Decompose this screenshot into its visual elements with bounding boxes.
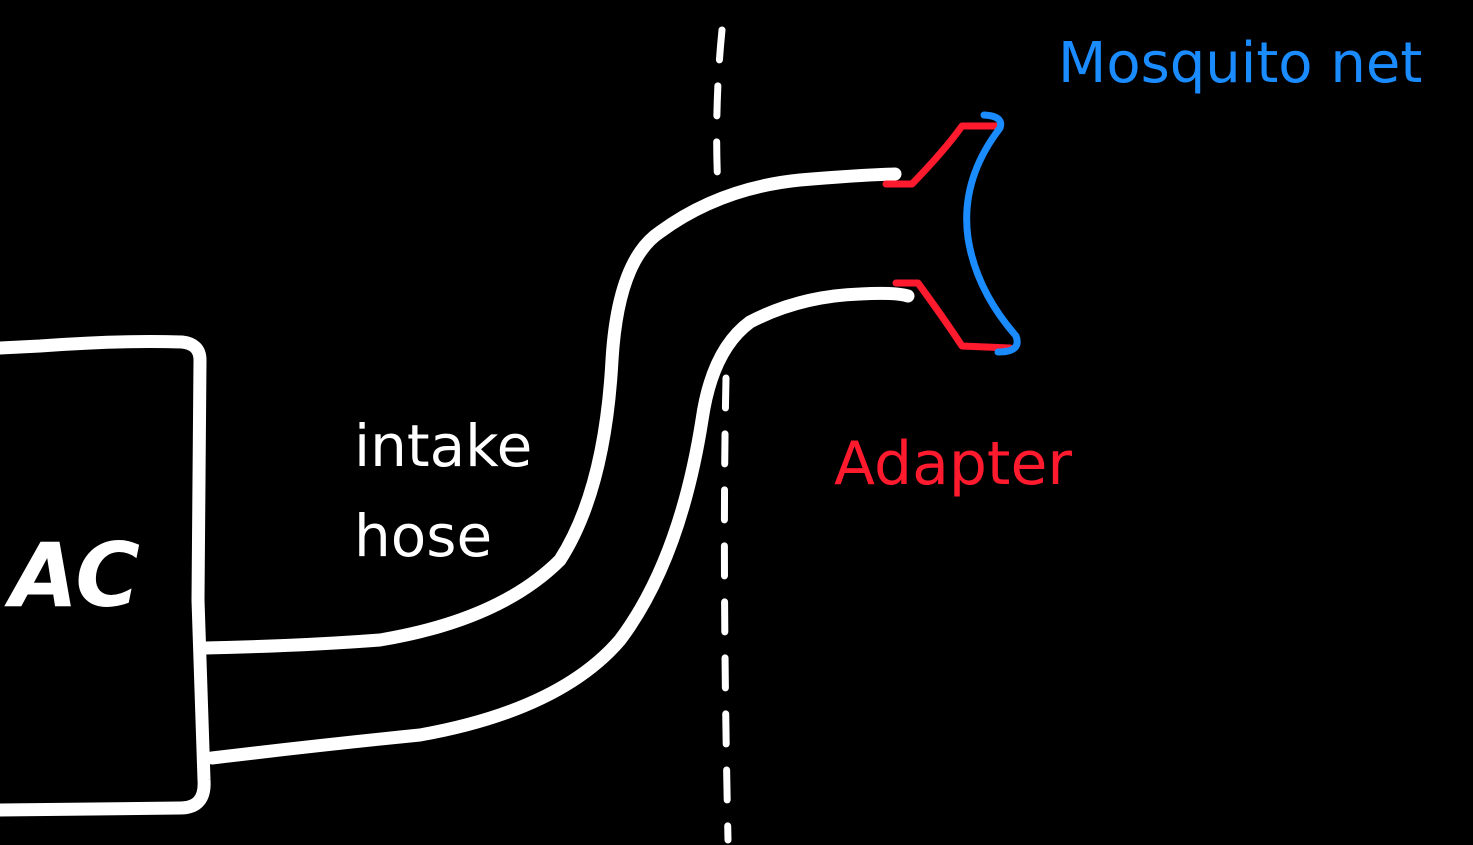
ac-unit-outline xyxy=(0,335,211,817)
intake-hose-label-line2: hose xyxy=(354,502,492,570)
hose-lower-edge xyxy=(205,286,915,765)
adapter-lower xyxy=(892,279,1014,352)
hose-upper-edge xyxy=(198,167,902,655)
window-dashed-line xyxy=(713,26,732,844)
ac-label: AC xyxy=(4,524,140,627)
adapter-label: Adapter xyxy=(834,429,1072,499)
mosquito-net xyxy=(963,111,1021,356)
adapter-upper xyxy=(882,122,1000,188)
intake-hose-label-line1: intake xyxy=(354,412,532,480)
mosquito-net-label: Mosquito net xyxy=(1058,31,1422,96)
